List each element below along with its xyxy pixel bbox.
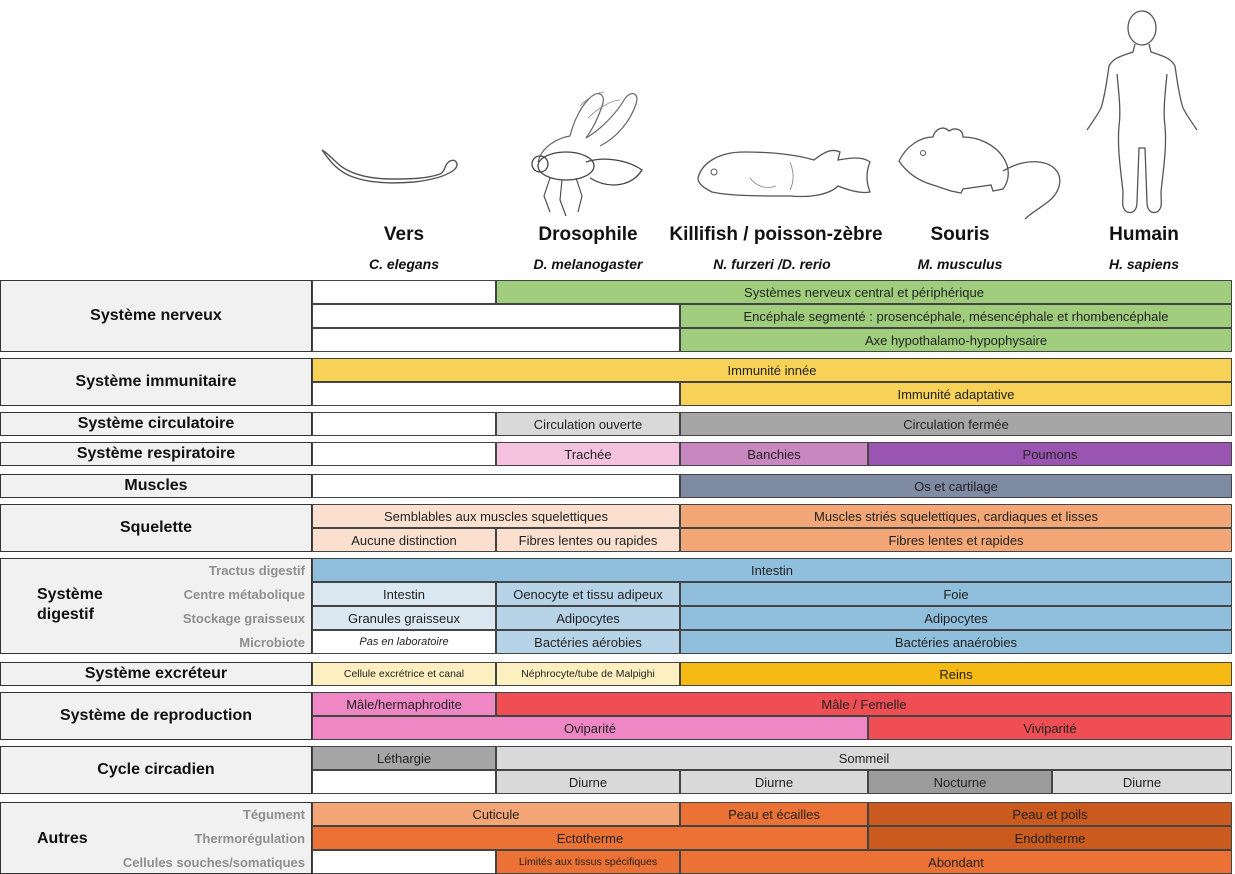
cell-nerv-empty-2: [312, 304, 680, 328]
other-title: Autres: [37, 830, 88, 847]
cell-hypothalamo-pituitary-axis: Axe hypothalamo-hypophysaire: [680, 328, 1232, 352]
digestive-title-line1: Système: [37, 586, 103, 603]
cell-nerv-empty-1: [312, 280, 496, 304]
cell-adipocytes-vertebrates: Adipocytes: [680, 606, 1232, 630]
category-respiratory-system: Système respiratoire: [0, 442, 312, 466]
cell-nerv-empty-3: [312, 328, 680, 352]
cell-bone-cartilage: Os et cartilage: [680, 474, 1232, 498]
cell-ectotherm: Ectotherme: [312, 826, 868, 850]
cell-viviparity: Viviparité: [868, 716, 1232, 740]
cell-central-peripheral-nervous: Systèmes nerveux central et périphérique: [496, 280, 1232, 304]
cell-skeletal-like: Semblables aux muscles squelettiques: [312, 504, 680, 528]
category-circadian-cycle: Cycle circadien: [0, 746, 312, 794]
category-immune-system: Système immunitaire: [0, 358, 312, 406]
cell-skin-hair: Peau et poils: [868, 802, 1232, 826]
category-nervous-system: Système nerveux: [0, 280, 312, 352]
cell-lethargy: Léthargie: [312, 746, 496, 770]
species-latin-worm: C. elegans: [368, 256, 440, 272]
cell-adaptive-immunity: Immunité adaptative: [680, 382, 1232, 406]
species-latin-fish: N. furzeri /D. rerio: [713, 256, 831, 272]
cell-open-circulation: Circulation ouverte: [496, 412, 680, 436]
cell-limited-tissues: Limités aux tissus spécifiques: [496, 850, 680, 874]
cell-intestine-all: Intestin: [312, 558, 1232, 582]
category-reproductive-system: Système de reproduction: [0, 692, 312, 740]
mouse-icon: [893, 115, 1068, 225]
cell-striated-muscles: Muscles striés squelettiques, cardiaques…: [680, 504, 1232, 528]
cell-autres-empty: [312, 850, 496, 874]
cell-resp-empty: [312, 442, 496, 466]
cell-anaerobic-bacteria: Bactéries anaérobies: [680, 630, 1232, 654]
category-excretory-system: Système excréteur: [0, 662, 312, 686]
subcategory-metabolic-center: Centre métabolique: [183, 587, 305, 602]
subcategory-digestive-tract: Tractus digestif: [208, 563, 305, 578]
cell-intestine-worm: Intestin: [312, 582, 496, 606]
cell-aerobic-bacteria: Bactéries aérobies: [496, 630, 680, 654]
cell-endotherm: Endotherme: [868, 826, 1232, 850]
cell-skin-scales: Peau et écailles: [680, 802, 868, 826]
cell-muscles-empty: [312, 474, 680, 498]
cell-adipocytes-fly: Adipocytes: [496, 606, 680, 630]
cell-innate-immunity: Immunité innée: [312, 358, 1232, 382]
cell-closed-circulation: Circulation fermée: [680, 412, 1232, 436]
cell-imm-empty: [312, 382, 680, 406]
cell-slow-or-fast-fibers: Fibres lentes ou rapides: [496, 528, 680, 552]
cell-trachea: Trachée: [496, 442, 680, 466]
cell-nocturnal-mouse: Nocturne: [868, 770, 1052, 794]
category-other: Autres Tégument Thermorégulation Cellule…: [0, 802, 312, 874]
cell-oviparity: Oviparité: [312, 716, 868, 740]
subcategory-thermoregulation: Thermorégulation: [194, 831, 305, 846]
species-latin-human: H. sapiens: [1108, 256, 1180, 272]
human-icon: [1077, 8, 1207, 218]
fish-icon: [690, 138, 875, 203]
species-name-human: Humain: [1109, 224, 1179, 245]
cell-male-female: Mâle / Femelle: [496, 692, 1232, 716]
cell-circ-empty: [312, 412, 496, 436]
cell-oenocyte: Oenocyte et tissu adipeux: [496, 582, 680, 606]
cell-not-in-lab: Pas en laboratoire: [312, 630, 496, 654]
cell-slow-and-fast-fibers: Fibres lentes et rapides: [680, 528, 1232, 552]
cell-circ-empty: [312, 770, 496, 794]
category-circulatory-system: Système circulatoire: [0, 412, 312, 436]
cell-kidneys: Reins: [680, 662, 1232, 686]
species-latin-mouse: M. musculus: [917, 256, 1003, 272]
cell-male-hermaphrodite: Mâle/hermaphrodite: [312, 692, 496, 716]
fly-icon: [520, 78, 660, 218]
subcategory-integument: Tégument: [242, 807, 305, 822]
worm-icon: [318, 138, 463, 198]
category-muscles: Muscles: [0, 474, 312, 498]
cell-fat-granules: Granules graisseux: [312, 606, 496, 630]
cell-cuticle: Cuticule: [312, 802, 680, 826]
digestive-title-line2: digestif: [37, 606, 94, 623]
subcategory-fat-storage: Stockage graisseux: [182, 611, 305, 626]
cell-nephrocyte-malpighi: Néphrocyte/tube de Malpighi: [496, 662, 680, 686]
cell-diurnal-fly: Diurne: [496, 770, 680, 794]
cell-gills: Banchies: [680, 442, 868, 466]
species-latin-fly: D. melanogaster: [533, 256, 643, 272]
species-name-worm: Vers: [383, 224, 425, 245]
cell-sleep: Sommeil: [496, 746, 1232, 770]
species-name-fly: Drosophile: [538, 224, 638, 245]
category-digestive-system: Système digestif Tractus digestif Centre…: [0, 558, 312, 654]
category-skeleton: Squelette: [0, 504, 312, 552]
cell-diurnal-human: Diurne: [1052, 770, 1232, 794]
cell-excretory-cell-canal: Cellule excrétrice et canal: [312, 662, 496, 686]
cell-abundant: Abondant: [680, 850, 1232, 874]
subcategory-stem-cells: Cellules souches/somatiques: [122, 855, 305, 870]
cell-no-distinction: Aucune distinction: [312, 528, 496, 552]
cell-diurnal-fish: Diurne: [680, 770, 868, 794]
cell-liver: Foie: [680, 582, 1232, 606]
species-name-fish: Killifish / poisson-zèbre: [669, 224, 883, 245]
cell-lungs: Poumons: [868, 442, 1232, 466]
species-name-mouse: Souris: [930, 224, 990, 245]
subcategory-microbiota: Microbiote: [239, 635, 305, 650]
cell-segmented-encephalon: Encéphale segmenté : prosencéphale, mése…: [680, 304, 1232, 328]
